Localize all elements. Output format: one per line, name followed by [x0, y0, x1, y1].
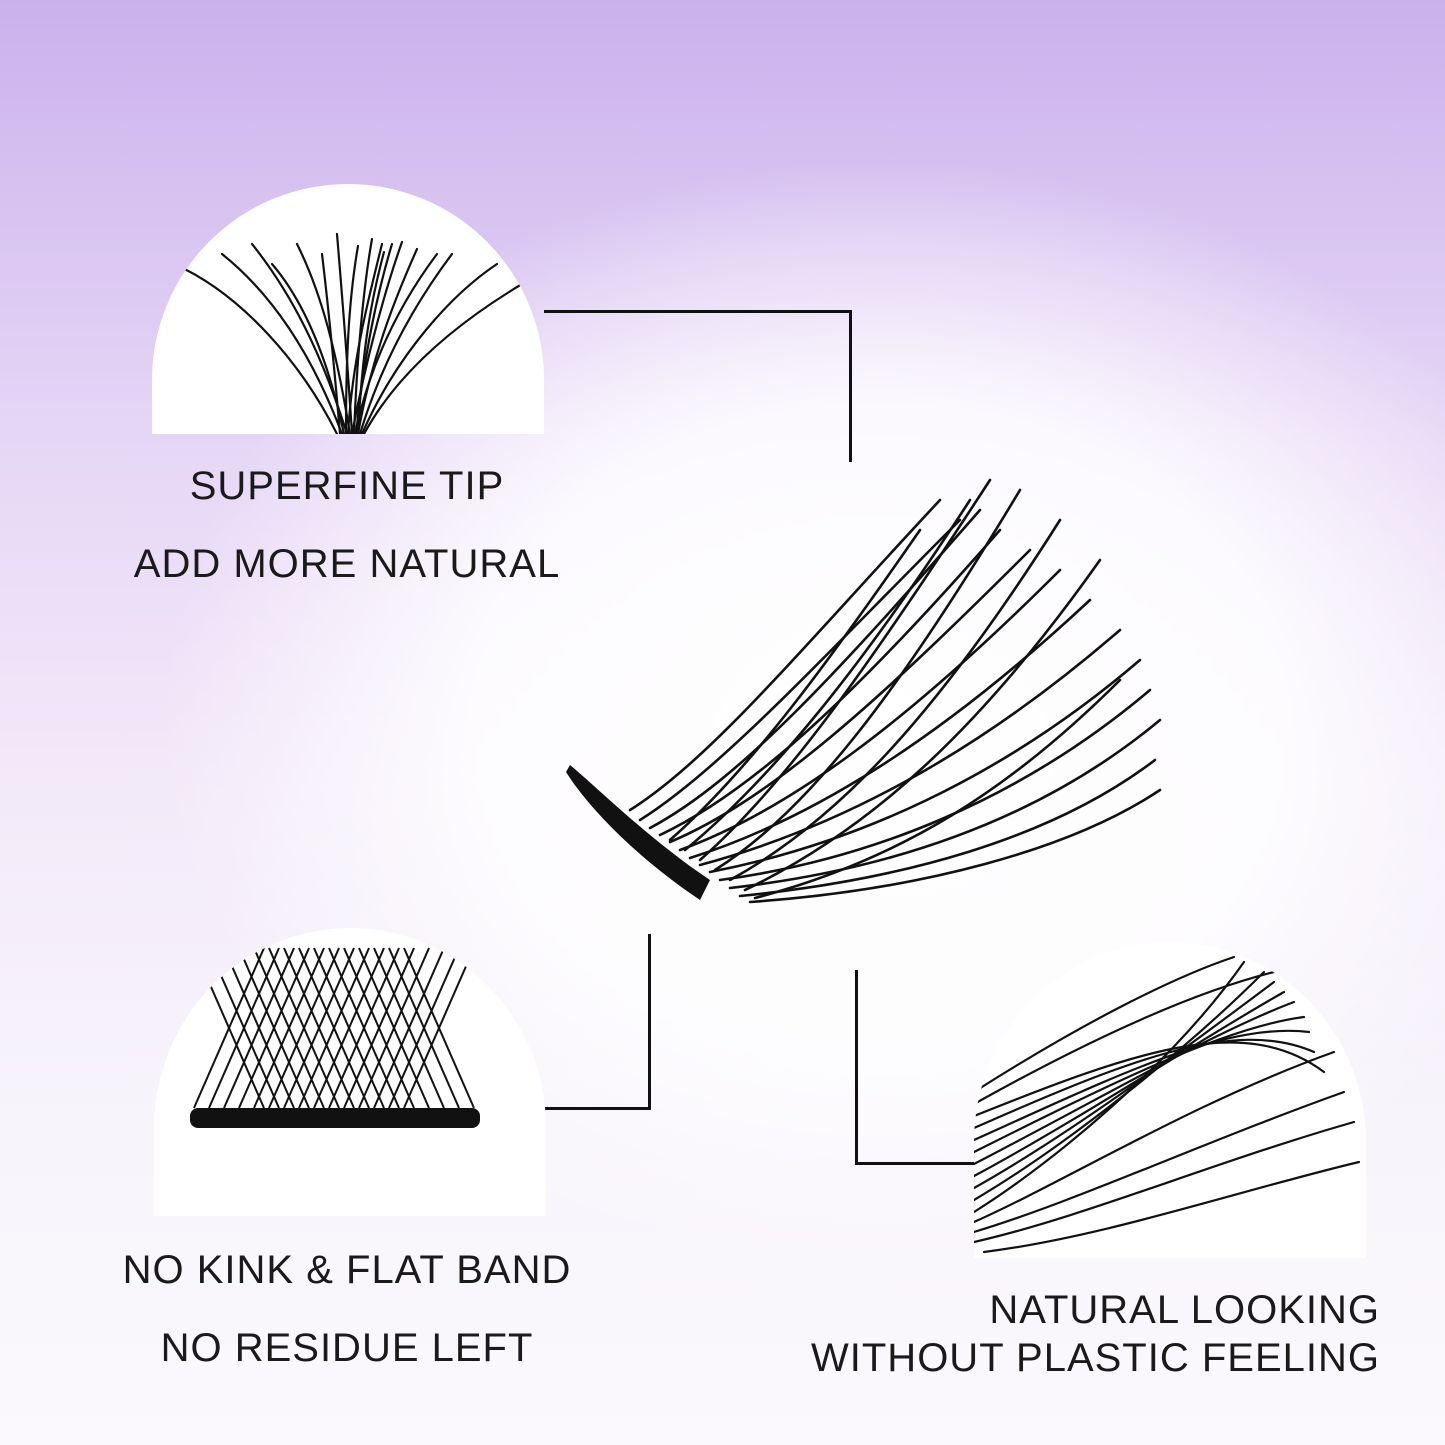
natural-leader-horizontal — [855, 1162, 977, 1165]
tip-leader-vertical — [849, 310, 852, 462]
band-caption-line1: NO KINK & FLAT BAND — [122, 1248, 572, 1292]
band-leader-vertical — [648, 934, 651, 1110]
natural-caption-line2: WITHOUT PLASTIC FEELING — [811, 1336, 1380, 1380]
flat-band-closeup — [154, 928, 546, 1216]
tip-caption-line1: SUPERFINE TIP — [189, 464, 505, 508]
band-caption-line2: NO RESIDUE LEFT — [160, 1326, 534, 1370]
lash-curl-illustration — [974, 955, 1361, 1254]
natural-caption-line1: NATURAL LOOKING — [989, 1288, 1380, 1332]
lash-band-illustration — [190, 947, 480, 1128]
superfine-tip-closeup — [152, 184, 544, 434]
natural-leader-vertical — [855, 970, 858, 1165]
lash-cluster-image — [566, 478, 1162, 904]
lash-tips-illustration — [172, 232, 524, 434]
band-leader-horizontal — [544, 1107, 651, 1110]
natural-looking-closeup — [974, 942, 1366, 1258]
tip-leader-horizontal — [544, 310, 852, 313]
tip-caption-line2: ADD MORE NATURAL — [133, 542, 561, 586]
